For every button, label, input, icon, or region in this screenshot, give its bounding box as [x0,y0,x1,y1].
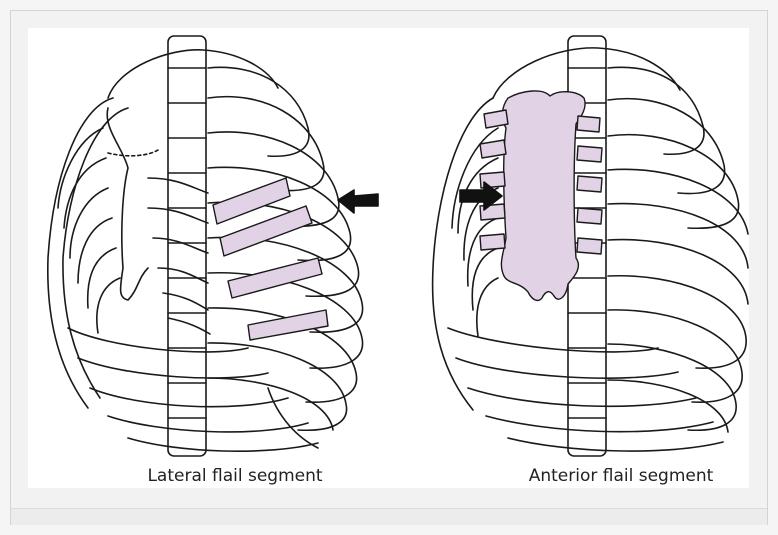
cartilage-right-2 [577,146,602,162]
cartilage-right-1 [577,116,600,132]
lateral-arrow-icon [338,190,378,213]
illustration-panel: Lateral flail segment Anterior flail seg… [28,28,749,488]
flail-rib-segment-3 [228,258,322,298]
cartilage-left-2 [480,140,506,158]
anterior-caption: Anterior flail segment [471,466,771,486]
frame-bottom-bar [11,508,767,525]
cartilage-right-3 [577,176,602,192]
sternum-segment [501,91,585,301]
cartilage-right-4 [577,208,602,224]
lateral-ribcage-drawing [48,36,363,456]
left-spine [168,36,206,456]
cartilage-right-5 [577,238,602,254]
flail-rib-segment-4 [248,310,328,340]
ribcage-illustrations [28,28,749,488]
cartilage-left-5 [480,234,505,250]
lateral-flail-highlights [213,178,328,340]
lateral-caption: Lateral flail segment [85,466,385,486]
cartilage-left-1 [484,110,508,128]
